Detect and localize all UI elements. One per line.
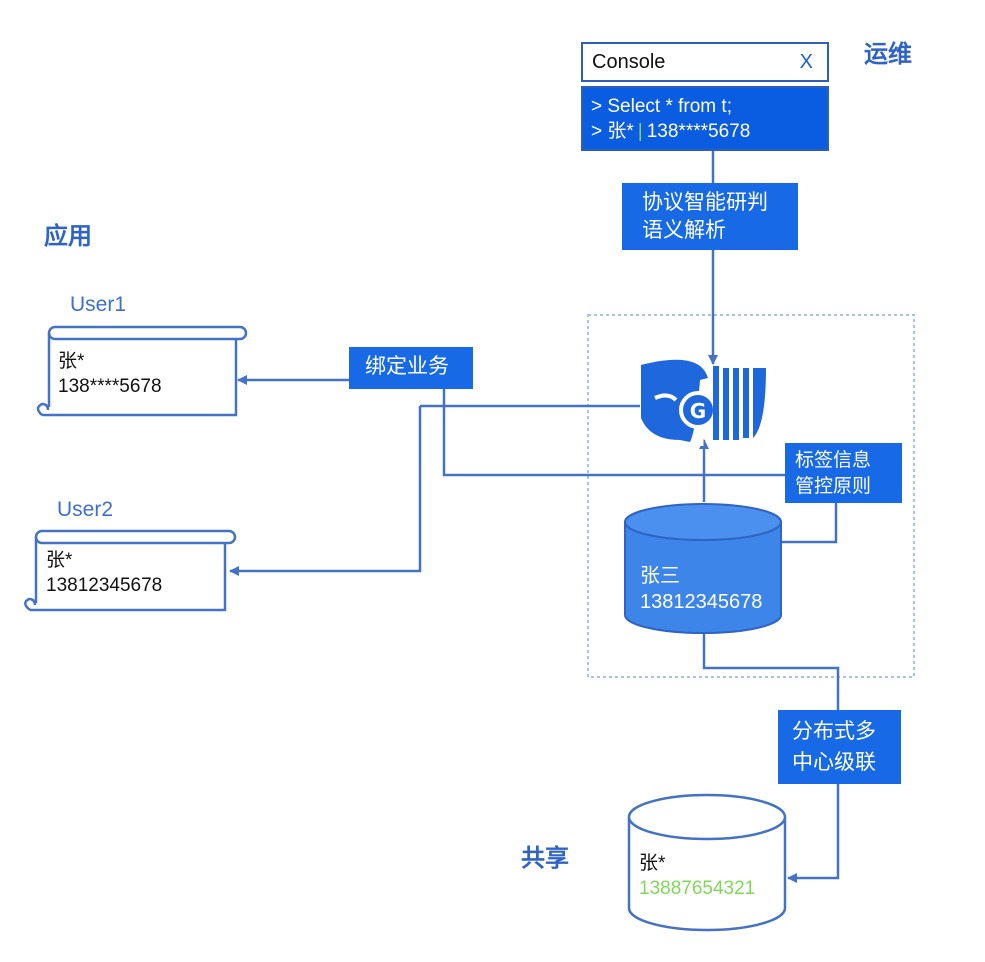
user2-record: 张* 13812345678 — [46, 548, 162, 598]
shared-db-name: 张* — [639, 853, 666, 874]
user1-record: 张* 138****5678 — [58, 349, 162, 399]
distributed-tag-line1: 分布式多 — [792, 719, 876, 743]
console-output: > Select * from t; > 张*|138****5678 — [581, 86, 829, 151]
console-result-name: > 张* — [591, 121, 634, 142]
bind-business-tag: 绑定业务 — [349, 347, 473, 389]
arrow-distributed-shared — [787, 784, 840, 883]
user1-name: 张* — [58, 351, 85, 372]
svg-text:G: G — [690, 399, 706, 423]
console-line-result: > 张*|138****5678 — [591, 119, 827, 144]
console-window-header: Console X — [581, 42, 829, 82]
label-control-tag: 标签信息 管控原则 — [785, 443, 902, 503]
protocol-analysis-tag: 协议智能研判 语义解析 — [622, 183, 798, 250]
label-tag-line1: 标签信息 — [795, 449, 872, 471]
distributed-cascade-tag: 分布式多 中心级联 — [778, 710, 901, 784]
section-ops-title: 运维 — [864, 40, 912, 68]
distributed-tag-line2: 中心级联 — [792, 750, 876, 774]
console-result-separator: | — [637, 121, 643, 142]
console-result-phone: 138****5678 — [646, 121, 751, 142]
connector-bind-label — [442, 388, 785, 477]
user2-label: User2 — [57, 498, 114, 521]
protocol-tag-line2: 语义解析 — [642, 218, 726, 242]
user2-name: 张* — [46, 550, 73, 571]
shared-db-phone: 13887654321 — [639, 878, 756, 899]
user1-label: User1 — [70, 293, 127, 316]
console-close-button[interactable]: X — [799, 51, 813, 73]
section-share-title: 共享 — [521, 844, 569, 872]
shared-db-record: 张* 13887654321 — [639, 851, 755, 901]
main-db-record: 张三 13812345678 — [640, 563, 762, 615]
protocol-tag-line1: 协议智能研判 — [642, 190, 768, 214]
user1-phone: 138****5678 — [58, 376, 162, 397]
console-title: Console — [592, 51, 666, 73]
connector-db-distributed — [702, 632, 840, 710]
console-line-query: > Select * from t; — [591, 96, 732, 117]
user2-scroll — [24, 529, 237, 612]
shared-db-cylinder — [627, 793, 787, 932]
shield-g-logo-icon: G — [641, 359, 766, 446]
main-db-cylinder — [624, 503, 782, 634]
main-db-phone: 13812345678 — [640, 591, 763, 613]
section-app-title: 应用 — [44, 222, 92, 250]
user1-scroll — [36, 325, 248, 417]
arrow-bind-user2 — [229, 406, 422, 576]
main-db-name: 张三 — [640, 565, 680, 587]
user2-phone: 13812345678 — [46, 575, 163, 596]
security-boundary — [587, 314, 915, 678]
label-tag-line2: 管控原则 — [795, 475, 872, 497]
connector-label-db — [782, 502, 838, 544]
